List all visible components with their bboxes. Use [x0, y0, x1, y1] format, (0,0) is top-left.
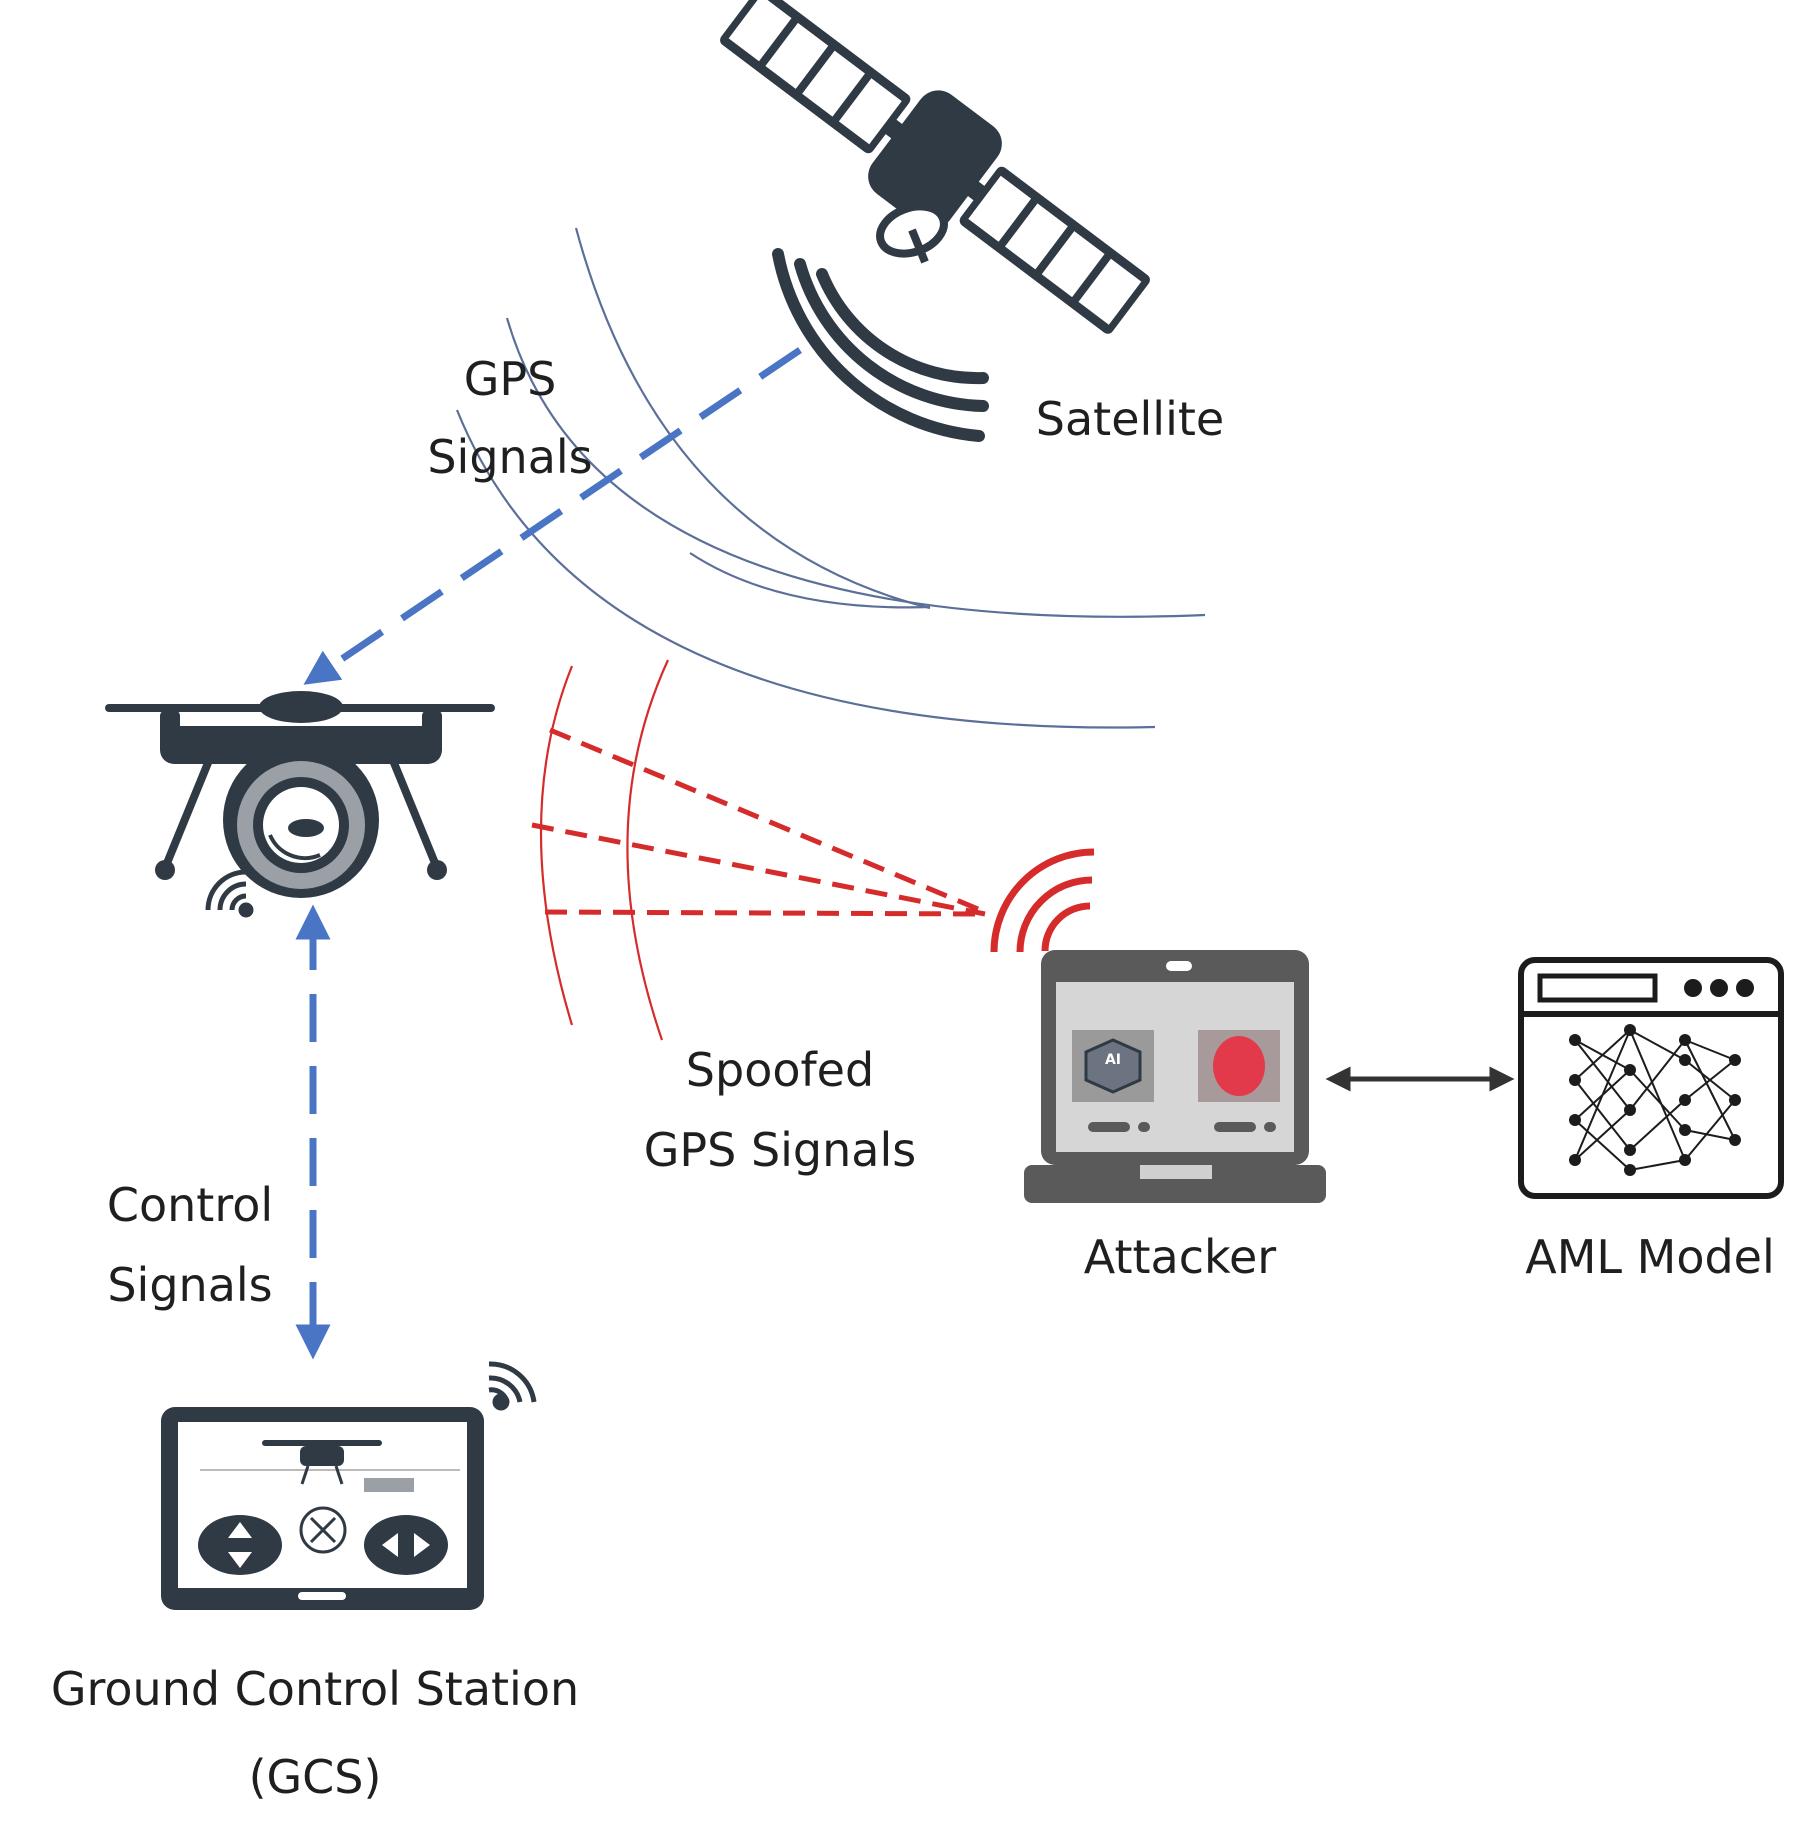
label-gps-signals-line1: GPS: [463, 352, 557, 406]
spoofed-signal-lines: [531, 727, 986, 917]
label-control-line2: Signals: [107, 1258, 273, 1312]
drone-icon: [105, 691, 495, 898]
label-satellite: Satellite: [1000, 380, 1260, 458]
gps-signal-arrow: [303, 347, 802, 685]
ai-chip-label: AI: [1104, 1052, 1122, 1068]
label-satellite-text: Satellite: [1035, 392, 1225, 446]
label-spoofed-gps-signals: Spoofed GPS Signals: [600, 1030, 960, 1190]
gcs-wifi-icon: [488, 1361, 537, 1411]
label-gps-signals: GPS Signals: [400, 340, 620, 496]
label-spoofed-line1: Spoofed: [685, 1043, 875, 1097]
label-aml-model: AML Model: [1490, 1218, 1810, 1296]
label-control-signals: Control Signals: [60, 1165, 320, 1325]
label-aml-model-text: AML Model: [1525, 1230, 1775, 1284]
attacker-broadcast-icon: [990, 848, 1095, 953]
gps-wave-arcs: [455, 227, 1206, 729]
label-control-line1: Control: [106, 1178, 274, 1232]
label-gps-signals-line2: Signals: [427, 430, 593, 484]
drone-wifi-icon: [205, 869, 254, 918]
label-gcs-line1: Ground Control Station: [50, 1662, 580, 1716]
label-attacker-text: Attacker: [1083, 1230, 1277, 1284]
neural-network-icon: [1518, 957, 1784, 1199]
laptop-icon: [1024, 950, 1326, 1203]
satellite-icon: [720, 0, 1150, 442]
label-gcs: Ground Control Station (GCS): [0, 1645, 630, 1821]
spoof-wave-arcs: [539, 659, 669, 1041]
label-attacker: Attacker: [1050, 1218, 1310, 1296]
label-spoofed-line2: GPS Signals: [643, 1123, 917, 1177]
label-gcs-line2: (GCS): [248, 1750, 382, 1804]
tablet-icon: [161, 1407, 484, 1610]
